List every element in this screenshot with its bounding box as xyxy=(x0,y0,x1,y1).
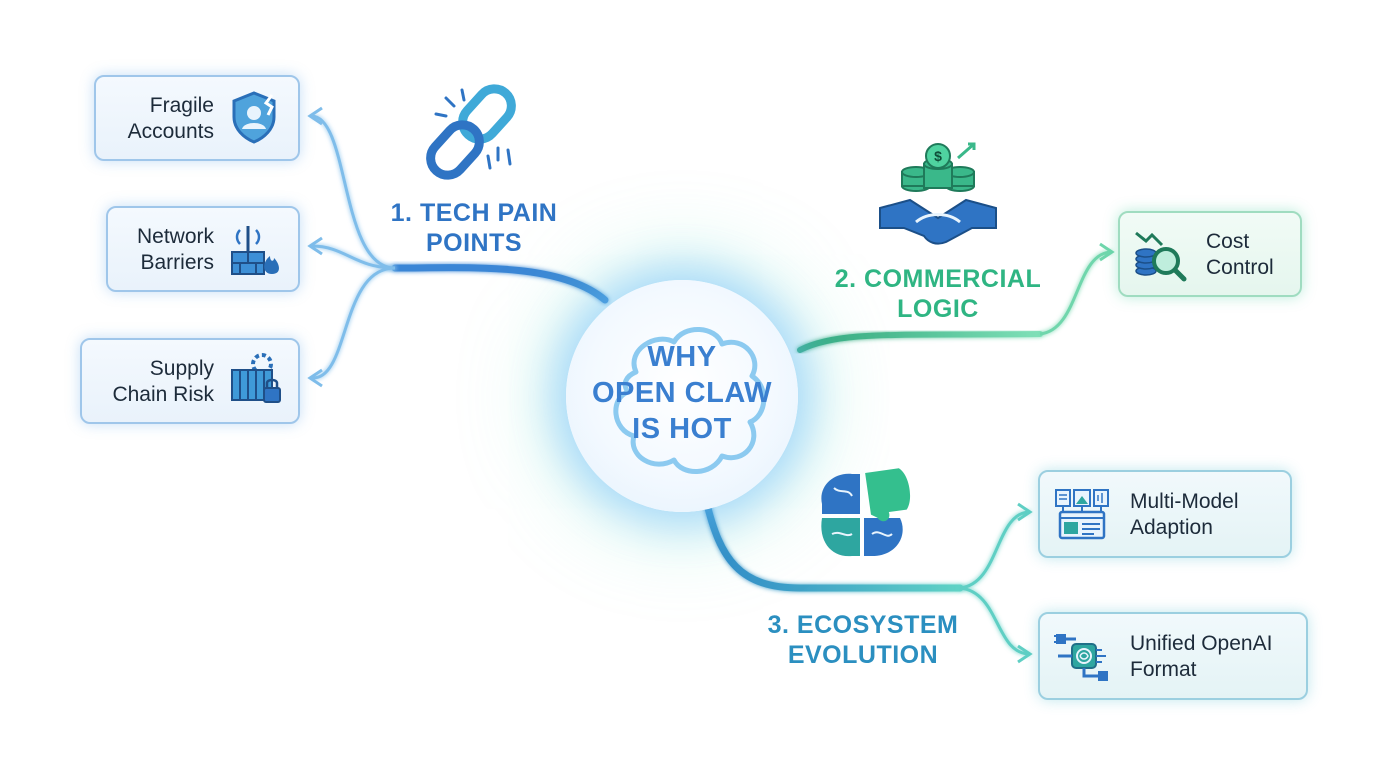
svg-text:$: $ xyxy=(934,148,942,164)
branch-3-to-leaf-1 xyxy=(959,510,1031,590)
shield-user-icon xyxy=(232,91,276,144)
leaf-supply-chain-risk[interactable]: Supply Chain Risk xyxy=(80,338,300,424)
firewall-tower-icon xyxy=(231,226,279,275)
branch-2-title: 2. COMMERCIAL LOGIC xyxy=(818,264,1058,324)
branch-2-trunk xyxy=(797,331,1043,353)
center-title: WHY OPEN CLAW IS HOT xyxy=(566,339,798,447)
leaf-fragile-accounts-line-1: Fragile xyxy=(149,94,214,117)
leaf-network-barriers-line-1: Network xyxy=(136,225,214,248)
branch-3-to-leaf-2 xyxy=(959,586,1031,656)
leaf-unified-openai-format-line-2: Format xyxy=(1130,658,1197,681)
branch-1-to-leaf-1 xyxy=(311,114,396,270)
coins-magnifier-icon xyxy=(1135,231,1187,282)
leaf-supply-chain-risk-line-1: Supply xyxy=(149,357,214,380)
leaf-network-barriers-line-2: Barriers xyxy=(140,251,214,274)
center-title-line-2: OPEN CLAW xyxy=(591,377,773,409)
leaf-supply-chain-risk-line-2: Chain Risk xyxy=(112,383,214,406)
leaf-fragile-accounts-line-2: Accounts xyxy=(127,120,214,143)
leaf-multi-model-adaption-line-2: Adaption xyxy=(1130,516,1213,539)
puzzle-brain-icon xyxy=(821,468,911,557)
branch-1-trunk xyxy=(391,264,609,304)
container-lock-icon xyxy=(231,353,281,403)
leaf-cost-control-line-2: Control xyxy=(1206,256,1274,279)
leaf-cost-control-line-1: Cost xyxy=(1206,230,1250,253)
leaf-cost-control[interactable]: Cost Control xyxy=(1118,211,1302,297)
leaf-network-barriers-label: Network Barriers xyxy=(137,224,214,276)
branch-3-title-line-2: EVOLUTION xyxy=(787,641,939,669)
leaf-fragile-accounts-label: Fragile Accounts xyxy=(128,93,214,145)
branch-2-title-line-2: LOGIC xyxy=(897,295,979,323)
broken-chain-icon xyxy=(426,84,516,180)
center-hub xyxy=(566,280,798,512)
branch-2-to-leaf-1 xyxy=(1039,250,1113,336)
leaf-supply-chain-risk-label: Supply Chain Risk xyxy=(112,356,214,408)
leaf-unified-openai-format[interactable]: Unified OpenAI Format xyxy=(1038,612,1308,700)
handshake-coins-icon: $ xyxy=(879,142,997,245)
leaf-fragile-accounts[interactable]: Fragile Accounts xyxy=(94,75,300,161)
leaf-multi-model-adaption-line-1: Multi-Model xyxy=(1130,490,1239,513)
leaf-multi-model-adaption-label: Multi-Model Adaption xyxy=(1130,489,1239,541)
branch-1-title-line-1: 1. TECH PAIN xyxy=(390,199,558,227)
media-window-icon xyxy=(1055,489,1109,540)
branch-2-title-line-1: 2. COMMERCIAL xyxy=(834,265,1042,293)
leaf-unified-openai-format-label: Unified OpenAI Format xyxy=(1130,631,1272,683)
branch-1-to-leaf-2 xyxy=(311,244,396,270)
branch-3-trunk xyxy=(702,496,964,592)
branch-1-title-line-2: POINTS xyxy=(425,229,523,257)
branch-1-title: 1. TECH PAIN POINTS xyxy=(382,198,566,258)
leaf-unified-openai-format-line-1: Unified OpenAI xyxy=(1130,632,1273,655)
leaf-network-barriers[interactable]: Network Barriers xyxy=(106,206,300,292)
center-title-line-3: IS HOT xyxy=(632,413,732,445)
plug-chip-icon xyxy=(1054,634,1108,681)
leaf-cost-control-label: Cost Control xyxy=(1206,229,1274,281)
leaf-multi-model-adaption[interactable]: Multi-Model Adaption xyxy=(1038,470,1292,558)
brain-outline-icon xyxy=(613,327,767,474)
branch-3-title: 3. ECOSYSTEM EVOLUTION xyxy=(748,610,978,670)
branch-1-to-leaf-3 xyxy=(311,266,396,380)
center-title-line-1: WHY xyxy=(647,341,717,373)
branch-3-title-line-1: 3. ECOSYSTEM xyxy=(767,611,959,639)
